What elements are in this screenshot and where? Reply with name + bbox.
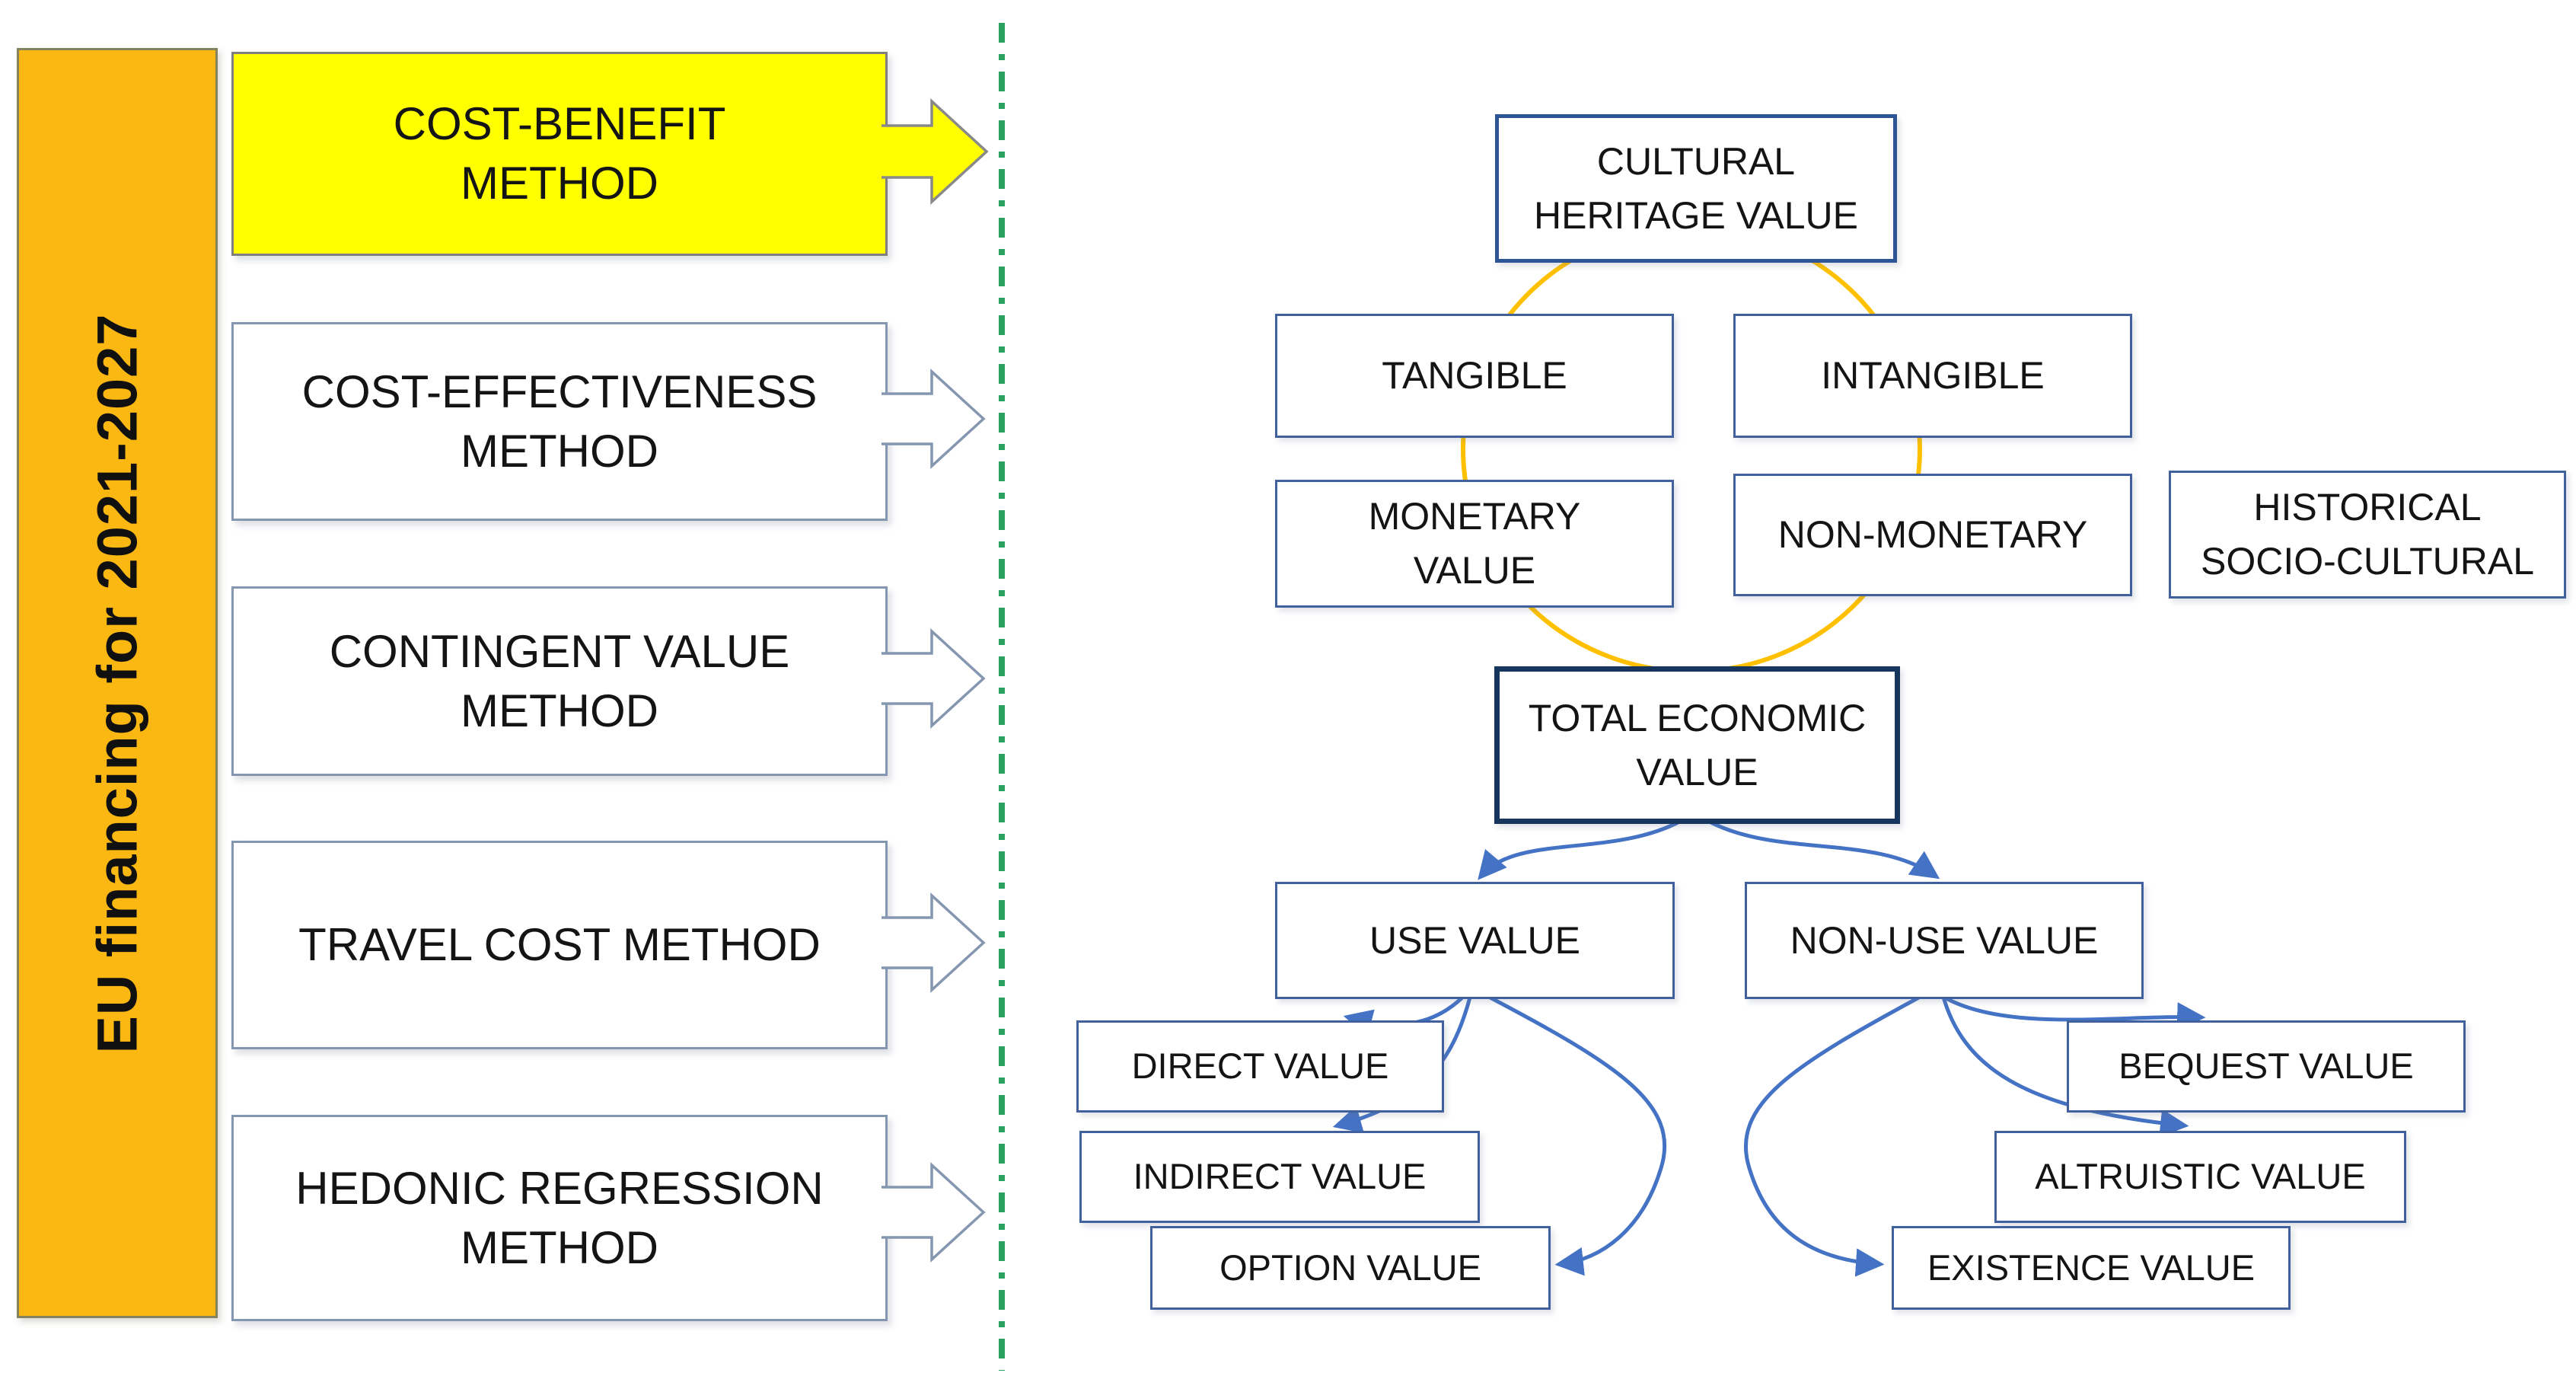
method-box-travel-cost-label: TRAVEL COST METHOD [298,919,821,970]
node-option-value-label: OPTION VALUE [1219,1247,1481,1288]
node-non-use-value-label: NON-USE VALUE [1790,918,2099,962]
node-indirect-value: INDIRECT VALUE [1079,1131,1480,1223]
node-direct-value: DIRECT VALUE [1076,1020,1444,1113]
node-non-monetary-label: NON-MONETARY [1777,513,2088,556]
node-historical-socio-cultural: HISTORICAL SOCIO-CULTURAL [2169,471,2566,599]
arrow-tev-to-non-use-value [1696,813,1940,880]
node-total-economic-value: TOTAL ECONOMIC VALUE [1494,666,1900,824]
node-indirect-value-label: INDIRECT VALUE [1133,1156,1427,1197]
method-arrow-hedonic-regression [882,1162,986,1263]
method-box-cost-effectiveness: COST-EFFECTIVENESS METHOD [231,322,888,521]
node-tangible: TANGIBLE [1275,314,1674,438]
node-use-value-label: USE VALUE [1369,918,1580,962]
method-box-travel-cost: TRAVEL COST METHOD [231,841,888,1049]
node-altruistic-value-label: ALTRUISTIC VALUE [2035,1156,2366,1197]
node-cultural-heritage-value-label: CULTURAL HERITAGE VALUE [1533,139,1859,237]
node-direct-value-label: DIRECT VALUE [1131,1046,1389,1087]
node-existence-value-label: EXISTENCE VALUE [1927,1247,2256,1288]
node-intangible: INTANGIBLE [1733,314,2132,438]
method-box-hedonic-regression-label: HEDONIC REGRESSION METHOD [295,1162,824,1273]
method-box-cost-effectiveness-label: COST-EFFECTIVENESS METHOD [301,366,818,477]
method-arrow-contingent-value [882,628,986,729]
node-altruistic-value: ALTRUISTIC VALUE [1994,1131,2406,1223]
node-historical-socio-cultural-label: HISTORICAL SOCIO-CULTURAL [2200,486,2534,583]
node-existence-value: EXISTENCE VALUE [1892,1226,2291,1310]
eu-financing-banner: EU financing for 2021-2027 [17,48,218,1318]
arrow-use-to-option-value [1483,992,1667,1276]
method-arrow-cost-benefit [882,98,989,205]
node-bequest-value-label: BEQUEST VALUE [2119,1046,2414,1087]
arrow-non-use-to-existence-value [1744,992,1926,1277]
node-non-monetary: NON-MONETARY [1733,474,2132,596]
node-cultural-heritage-value: CULTURAL HERITAGE VALUE [1495,114,1897,263]
arrow-non-use-to-altruistic-value [1940,994,2189,1138]
node-tangible-label: TANGIBLE [1382,354,1567,397]
node-bequest-value: BEQUEST VALUE [2067,1020,2466,1113]
arrow-tev-to-use-value [1478,813,1693,880]
node-use-value: USE VALUE [1275,882,1675,999]
node-option-value: OPTION VALUE [1150,1226,1551,1310]
arrow-non-use-to-bequest-value [1938,992,2206,1031]
method-box-contingent-value: CONTINGENT VALUE METHOD [231,586,888,776]
node-non-use-value: NON-USE VALUE [1745,882,2144,999]
method-arrow-cost-effectiveness [882,369,986,469]
node-monetary-value: MONETARY VALUE [1275,480,1674,608]
node-intangible-label: INTANGIBLE [1821,354,2045,397]
node-total-economic-value-label: TOTAL ECONOMIC VALUE [1528,696,1867,793]
node-monetary-value-label: MONETARY VALUE [1368,495,1581,592]
method-arrow-travel-cost [882,892,986,993]
method-box-hedonic-regression: HEDONIC REGRESSION METHOD [231,1115,888,1321]
method-box-contingent-value-label: CONTINGENT VALUE METHOD [329,625,790,736]
method-box-cost-benefit-label: COST-BENEFIT METHOD [393,98,726,209]
